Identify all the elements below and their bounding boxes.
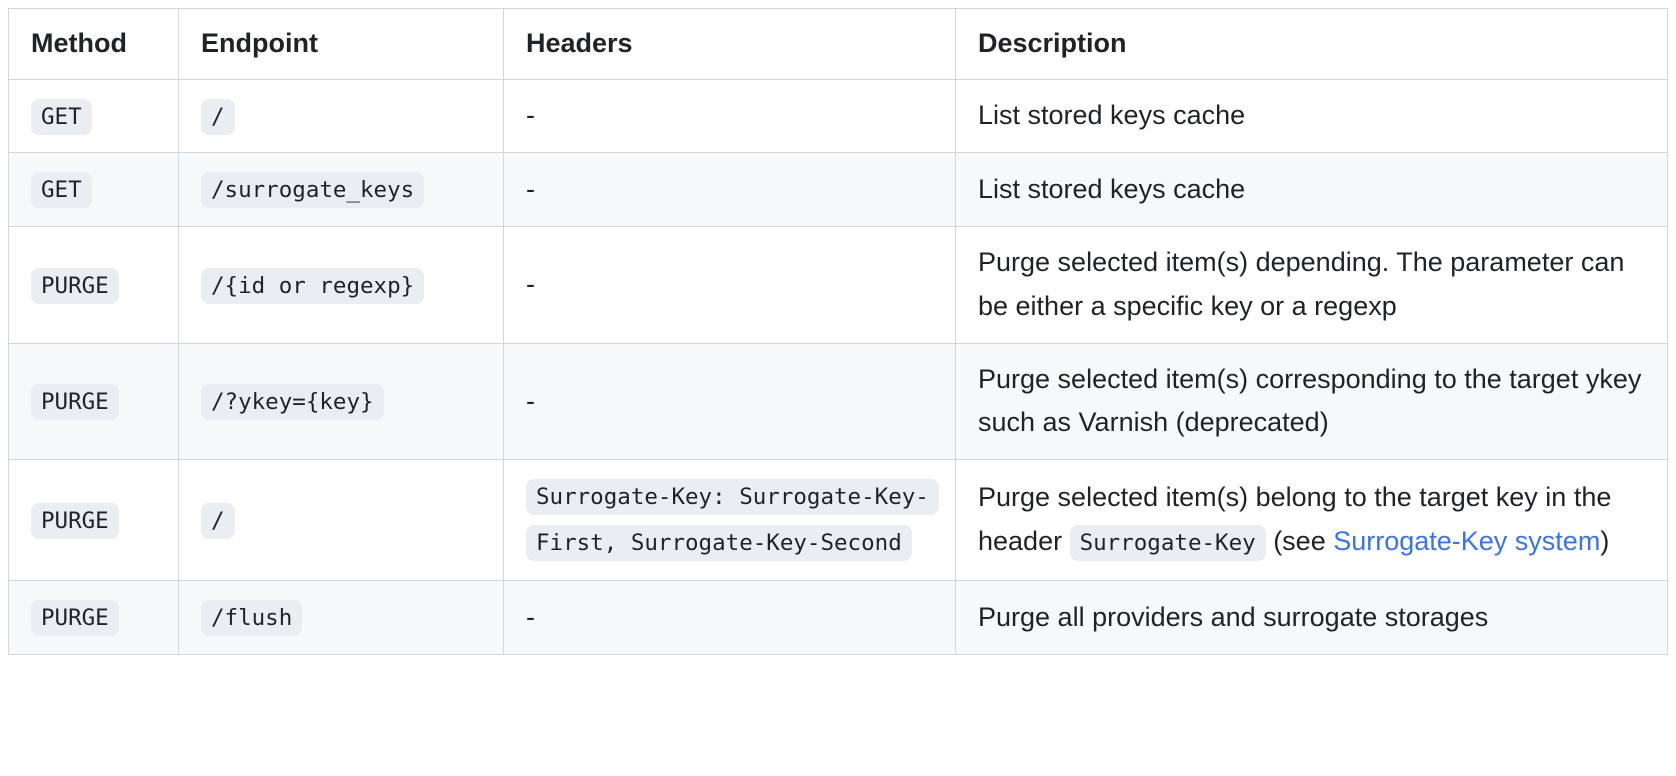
description-cell: Purge selected item(s) belong to the tar… — [955, 459, 1668, 582]
endpoint-code: /?ykey={key} — [201, 384, 384, 421]
table-header-row: Method Endpoint Headers Description — [8, 8, 1668, 80]
description-cell: Purge selected item(s) depending. The pa… — [955, 226, 1668, 344]
method-code: PURGE — [31, 384, 119, 421]
api-endpoints-table-container: Method Endpoint Headers Description GET … — [8, 8, 1668, 655]
table-row: PURGE /?ykey={key} - Purge selected item… — [8, 342, 1668, 461]
description-text: List stored keys cache — [978, 173, 1246, 204]
endpoint-code: / — [201, 502, 235, 539]
headers-cell: - — [503, 78, 956, 154]
table-header: Method Endpoint Headers Description — [8, 8, 1668, 80]
method-code: GET — [31, 172, 92, 209]
method-cell: PURGE — [8, 342, 179, 461]
description-text: Purge all providers and surrogate storag… — [978, 601, 1489, 632]
column-header-method: Method — [8, 8, 179, 80]
headers-value: - — [526, 100, 535, 131]
endpoint-cell: /surrogate_keys — [178, 152, 504, 228]
method-cell: PURGE — [8, 580, 179, 655]
headers-cell: - — [503, 580, 956, 655]
table-row: GET /surrogate_keys - List stored keys c… — [8, 152, 1668, 228]
description-middle: (see — [1265, 525, 1334, 556]
method-code: PURGE — [31, 600, 119, 637]
method-cell: PURGE — [8, 226, 179, 344]
method-code: PURGE — [31, 267, 119, 304]
endpoint-code: /flush — [201, 600, 303, 637]
column-header-headers: Headers — [503, 8, 956, 80]
description-cell: Purge all providers and surrogate storag… — [955, 580, 1668, 655]
headers-value: - — [526, 385, 535, 416]
headers-value: - — [526, 269, 535, 300]
column-header-description: Description — [955, 8, 1668, 80]
surrogate-key-system-link[interactable]: Surrogate-Key system — [1333, 525, 1601, 556]
api-endpoints-table: Method Endpoint Headers Description GET … — [8, 8, 1668, 655]
description-cell: Purge selected item(s) corresponding to … — [955, 342, 1668, 461]
description-prefix: Purge selected item(s) belong to the tar… — [978, 481, 1612, 556]
headers-cell: - — [503, 226, 956, 344]
description-text: Purge selected item(s) corresponding to … — [978, 363, 1642, 438]
description-inline-code: Surrogate-Key — [1069, 524, 1266, 561]
endpoint-code: /{id or regexp} — [201, 267, 425, 304]
table-body: GET / - List stored keys cache GET /surr… — [8, 78, 1668, 655]
method-cell: GET — [8, 78, 179, 154]
description-text: Purge selected item(s) belong to the tar… — [978, 481, 1612, 561]
description-text: List stored keys cache — [978, 100, 1246, 131]
method-code: GET — [31, 98, 92, 135]
endpoint-code: / — [201, 98, 235, 135]
headers-value: - — [526, 601, 535, 632]
method-cell: PURGE — [8, 459, 179, 582]
headers-cell: - — [503, 152, 956, 228]
endpoint-cell: / — [178, 78, 504, 154]
endpoint-code: /surrogate_keys — [201, 172, 425, 209]
headers-cell: - — [503, 342, 956, 461]
headers-code: Surrogate-Key: Surrogate-Key-First, Surr… — [526, 479, 939, 562]
endpoint-cell: / — [178, 459, 504, 582]
endpoint-cell: /flush — [178, 580, 504, 655]
description-cell: List stored keys cache — [955, 152, 1668, 228]
method-cell: GET — [8, 152, 179, 228]
description-text: Purge selected item(s) depending. The pa… — [978, 247, 1625, 321]
description-suffix: ) — [1600, 525, 1610, 556]
headers-cell: Surrogate-Key: Surrogate-Key-First, Surr… — [503, 459, 956, 582]
table-row: PURGE /flush - Purge all providers and s… — [8, 580, 1668, 655]
table-row: PURGE / Surrogate-Key: Surrogate-Key-Fir… — [8, 459, 1668, 582]
endpoint-cell: /?ykey={key} — [178, 342, 504, 461]
column-header-endpoint: Endpoint — [178, 8, 504, 80]
headers-value: - — [526, 173, 535, 204]
description-cell: List stored keys cache — [955, 78, 1668, 154]
endpoint-cell: /{id or regexp} — [178, 226, 504, 344]
method-code: PURGE — [31, 502, 119, 539]
table-row: GET / - List stored keys cache — [8, 78, 1668, 154]
table-row: PURGE /{id or regexp} - Purge selected i… — [8, 226, 1668, 344]
